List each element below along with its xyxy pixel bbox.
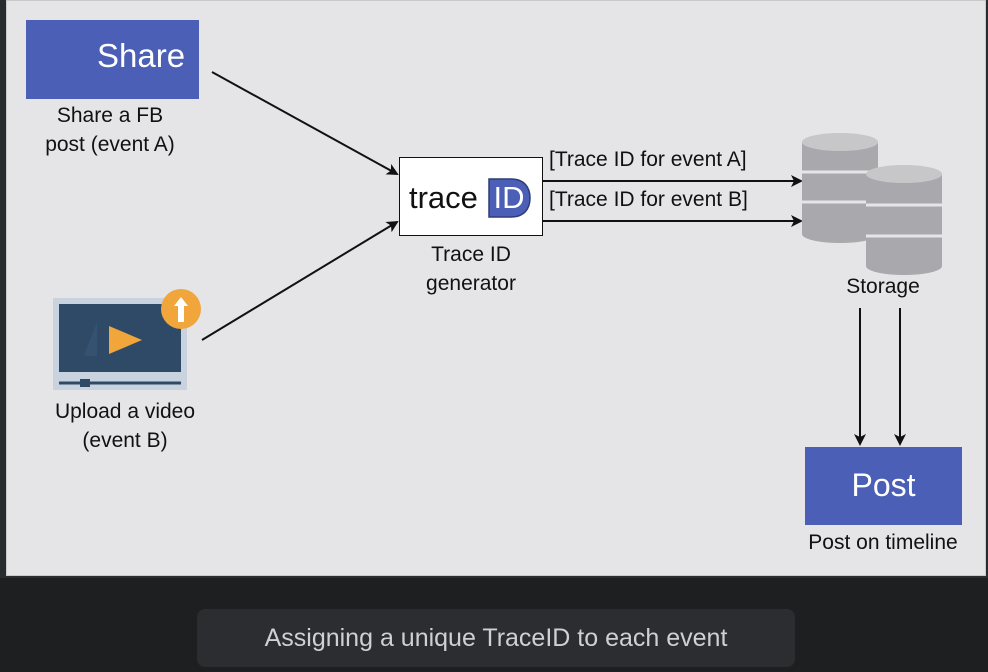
video-upload-icon [53,289,201,390]
edge-video-to-trace [201,220,399,341]
trace-generator-label: Trace ID generator [426,243,516,295]
storage-database-icon [802,133,942,275]
figure-caption: Assigning a unique TraceID to each event [197,609,795,667]
trace-id-badge-icon [488,178,531,218]
edge-label-event-b: [Trace ID for event B] [549,188,748,211]
share-icon-text: Share [97,37,186,74]
trace-logo-word: trace [409,180,478,215]
share-label: Share a FB post (event A) [45,104,175,156]
post-icon-text: Post [851,467,916,503]
post-label: Post on timeline [808,531,958,554]
storage-label: Storage [846,275,920,298]
edge-label-event-a: [Trace ID for event A] [549,148,747,171]
trace-logo-badge-text: ID [493,180,525,215]
post-node [805,447,962,525]
edge-share-to-trace [211,71,399,175]
video-label: Upload a video (event B) [54,400,196,452]
share-node [26,20,199,99]
